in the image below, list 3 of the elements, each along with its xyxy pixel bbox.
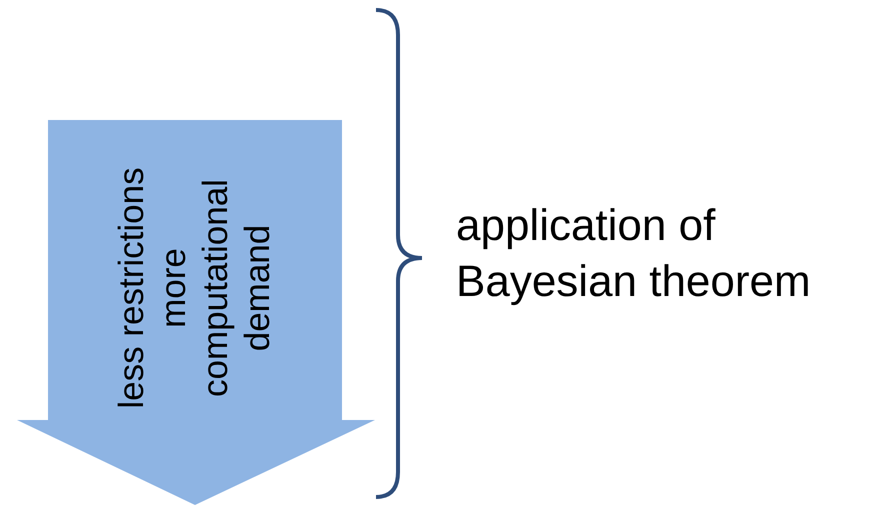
brace-label: application of Bayesian theorem — [456, 200, 812, 308]
arrow-text: more computational demand — [153, 178, 278, 399]
arrow-text: less restrictions — [111, 166, 152, 411]
